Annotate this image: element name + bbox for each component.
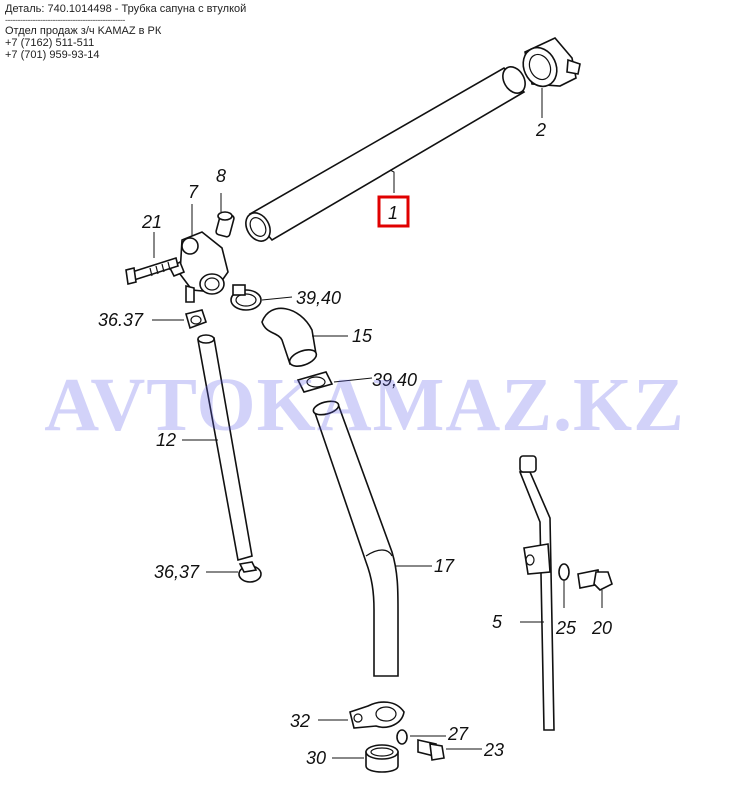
part-5-filler-tube[interactable] <box>518 455 555 731</box>
leader-lines <box>152 88 603 759</box>
label-2[interactable]: 2 <box>535 120 546 140</box>
part-39-40-clamp-upper[interactable] <box>230 284 262 311</box>
label-39-40-upper[interactable]: 39,40 <box>296 288 341 308</box>
part-21-bolt[interactable] <box>125 256 179 285</box>
label-15[interactable]: 15 <box>352 326 373 346</box>
part-25-washer[interactable] <box>558 563 570 581</box>
part-30-ring[interactable] <box>365 744 399 773</box>
part-1-breather-tube[interactable] <box>241 63 530 246</box>
part-27-washer[interactable] <box>396 729 408 745</box>
header-separator: ----------------------------------------… <box>5 15 125 25</box>
label-30[interactable]: 30 <box>306 748 326 768</box>
part-2-sleeve[interactable] <box>517 37 581 92</box>
part-7-housing[interactable] <box>168 231 229 303</box>
label-36-37-lower[interactable]: 36,37 <box>154 562 200 582</box>
label-25[interactable]: 25 <box>555 618 577 638</box>
label-8[interactable]: 8 <box>216 166 226 186</box>
part-39-40-clamp-lower[interactable] <box>296 371 334 393</box>
label-21[interactable]: 21 <box>141 212 162 232</box>
phone-2[interactable]: +7 (701) 959-93-14 <box>5 49 100 61</box>
label-23[interactable]: 23 <box>483 740 504 760</box>
part-36-37-clip-lower[interactable] <box>238 561 262 583</box>
part-17-hose[interactable] <box>312 399 399 677</box>
label-36-37-upper[interactable]: 36.37 <box>98 310 144 330</box>
label-27[interactable]: 27 <box>447 724 469 744</box>
label-17[interactable]: 17 <box>434 556 455 576</box>
label-20[interactable]: 20 <box>591 618 612 638</box>
highlight-box <box>377 195 410 228</box>
label-1[interactable]: 1 <box>388 203 398 223</box>
label-32[interactable]: 32 <box>290 711 310 731</box>
part-title: Деталь: 740.1014498 - Трубка сапуна с вт… <box>5 3 247 15</box>
part-15-elbow-hose[interactable] <box>261 307 319 369</box>
label-7[interactable]: 7 <box>188 182 199 202</box>
part-12-tube[interactable] <box>197 334 253 562</box>
label-12[interactable]: 12 <box>156 430 176 450</box>
part-23-bolt[interactable] <box>417 739 445 761</box>
part-20-bolt[interactable] <box>577 569 613 591</box>
part-32-bracket[interactable] <box>349 701 405 729</box>
header: Деталь: 740.1014498 - Трубка сапуна с вт… <box>5 3 246 61</box>
part-36-37-clip-upper[interactable] <box>185 309 208 330</box>
sales-department: Отдел продаж з/ч KAMAZ в РК <box>5 25 162 37</box>
part-8-bushing[interactable] <box>215 211 235 238</box>
label-39-40-lower[interactable]: 39,40 <box>372 370 417 390</box>
phone-1[interactable]: +7 (7162) 511-511 <box>5 37 95 49</box>
label-5[interactable]: 5 <box>492 612 503 632</box>
